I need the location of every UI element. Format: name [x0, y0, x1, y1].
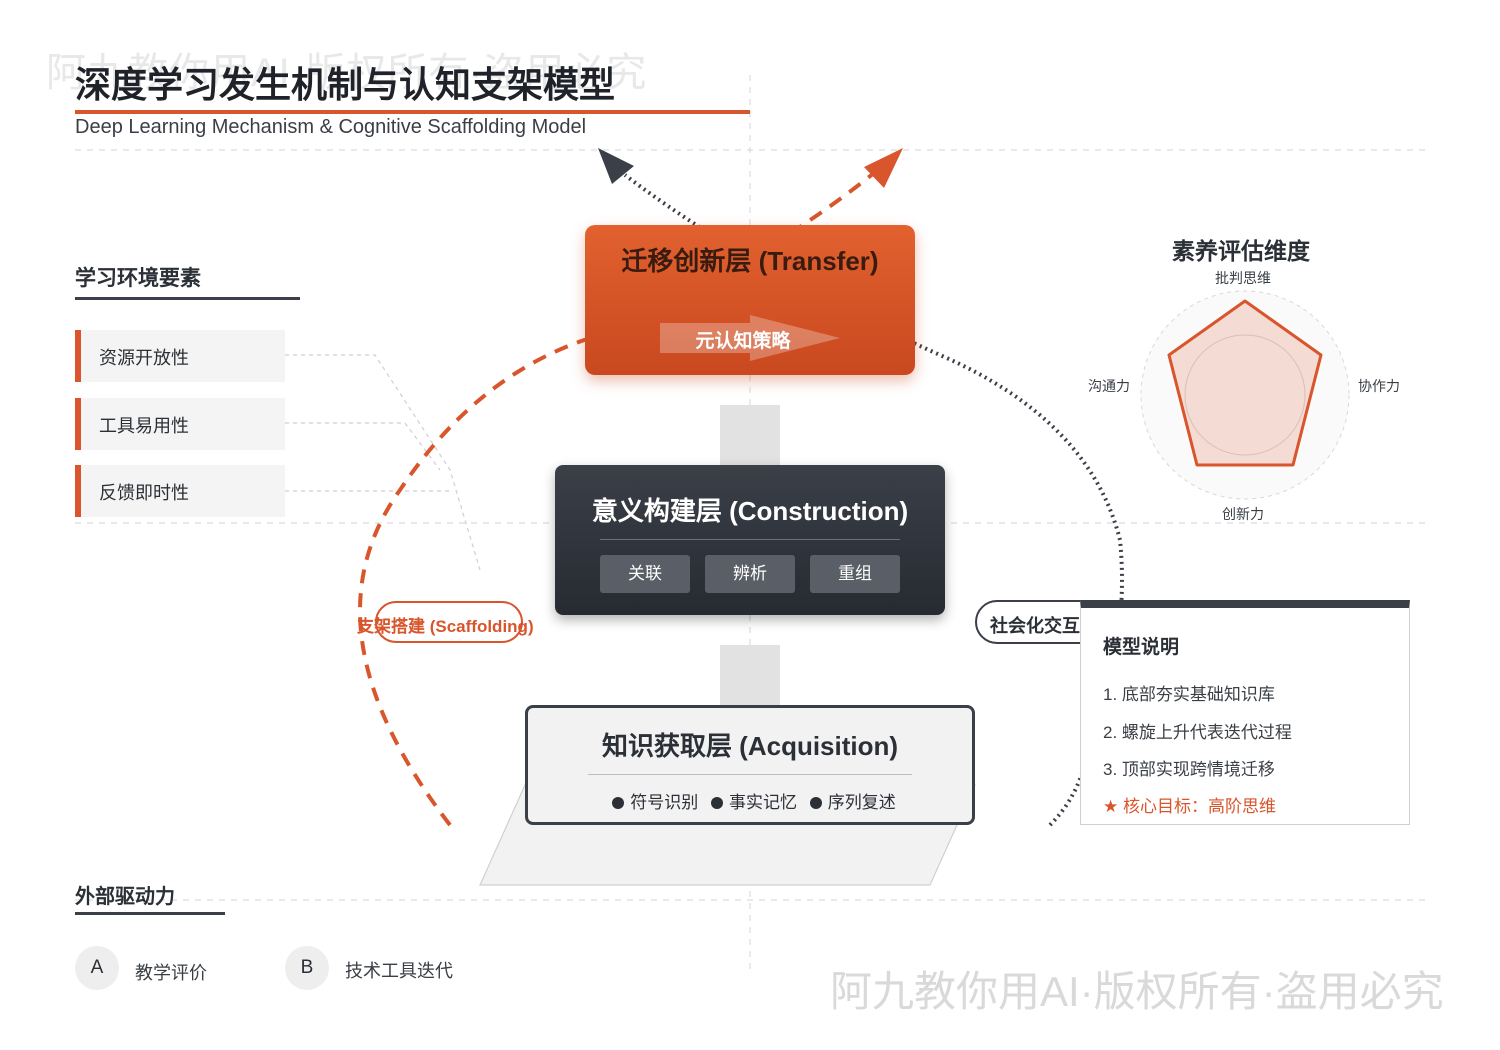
radar-axis-innovation: 创新力 — [1222, 506, 1264, 522]
radar-chart — [1140, 290, 1350, 500]
metacognition-label: 元认知策略 — [695, 331, 791, 352]
env-connector-1 — [285, 354, 481, 571]
model-note-2: 2. 螺旋上升代表迭代过程 — [1103, 723, 1292, 742]
chip-discrimination: 辨析 — [705, 555, 795, 593]
environment-heading-underline — [75, 297, 300, 300]
watermark-top: 阿九教你用AI·版权所有·盗用必究 — [46, 51, 648, 95]
social-label: 社会化交互 — [990, 616, 1080, 636]
layer-connector-upper — [720, 405, 780, 465]
page-title: 深度学习发生机制与认知支架模型 — [75, 64, 616, 105]
acquisition-layer: 知识获取层 (Acquisition) 符号识别 事实记忆 序列复述 — [525, 705, 975, 825]
metacognition-arrow-tag: 元认知策略 — [660, 315, 840, 361]
page-subtitle: Deep Learning Mechanism & Cognitive Scaf… — [75, 116, 587, 138]
model-note-1: 1. 底部夯实基础知识库 — [1103, 685, 1275, 704]
env-item-label: 反馈即时性 — [99, 483, 189, 503]
acq-item-fact: 事实记忆 — [729, 793, 797, 812]
radar-polygon — [1167, 299, 1323, 467]
env-item-feedback: 反馈即时性 — [75, 465, 285, 517]
arrow-shape — [660, 315, 840, 361]
driver-label-tools: 技术工具迭代 — [345, 961, 453, 981]
bullet-dot — [711, 797, 723, 809]
acquisition-divider — [588, 774, 912, 775]
acq-item-symbol: 符号识别 — [630, 793, 699, 812]
radar-title: 素养评估维度 — [1172, 238, 1310, 264]
drivers-heading-underline — [75, 912, 225, 915]
driver-label-evaluation: 教学评价 — [135, 963, 207, 983]
radar-axis-collaboration: 协作力 — [1358, 378, 1400, 394]
radar-inner-ring — [1184, 334, 1306, 456]
model-note-3: 3. 顶部实现跨情境迁移 — [1103, 760, 1275, 779]
scaffolding-arrowhead — [864, 148, 903, 188]
watermark-bottom: 阿九教你用AI·版权所有·盗用必究 — [830, 968, 1444, 1015]
transfer-layer-title: 迁移创新层 (Transfer) — [621, 246, 879, 276]
model-notes-panel: 模型说明 1. 底部夯实基础知识库 2. 螺旋上升代表迭代过程 3. 顶部实现跨… — [1080, 600, 1410, 825]
acq-item-sequence: 序列复述 — [827, 793, 896, 812]
radar-axis-communication: 沟通力 — [1088, 378, 1130, 394]
env-item-resource: 资源开放性 — [75, 330, 285, 382]
chip-reorganization: 重组 — [810, 555, 900, 593]
env-item-label: 资源开放性 — [99, 348, 189, 368]
social-arrowhead — [598, 148, 634, 184]
scaffolding-label: 支架搭建 (Scaffolding) — [357, 617, 534, 636]
driver-badge-b: B — [285, 946, 329, 990]
bullet-dot — [612, 797, 625, 809]
title-underline — [75, 110, 750, 114]
layer-connector-lower — [720, 645, 780, 705]
transfer-layer: 迁移创新层 (Transfer) 元认知策略 — [585, 225, 915, 375]
bullet-dot — [809, 797, 822, 809]
construction-layer-title: 意义构建层 (Construction) — [591, 496, 909, 526]
env-connector-2 — [285, 422, 441, 471]
environment-heading: 学习环境要素 — [75, 267, 201, 290]
driver-badge-a: A — [75, 946, 119, 990]
radar-axis-critical: 批判思维 — [1215, 270, 1271, 286]
acquisition-items: 符号识别 事实记忆 序列复述 — [528, 788, 972, 813]
model-notes-title: 模型说明 — [1103, 637, 1180, 658]
chip-association: 关联 — [600, 555, 690, 593]
drivers-heading: 外部驱动力 — [75, 886, 175, 908]
env-item-tool: 工具易用性 — [75, 398, 285, 450]
env-item-label: 工具易用性 — [99, 416, 189, 436]
construction-divider — [600, 539, 900, 540]
scaffolding-pill — [375, 601, 523, 643]
acquisition-layer-title: 知识获取层 (Acquisition) — [601, 731, 899, 761]
construction-layer: 意义构建层 (Construction) 关联 辨析 重组 — [555, 465, 945, 615]
model-core-goal: ★ 核心目标：高阶思维 — [1103, 797, 1276, 816]
